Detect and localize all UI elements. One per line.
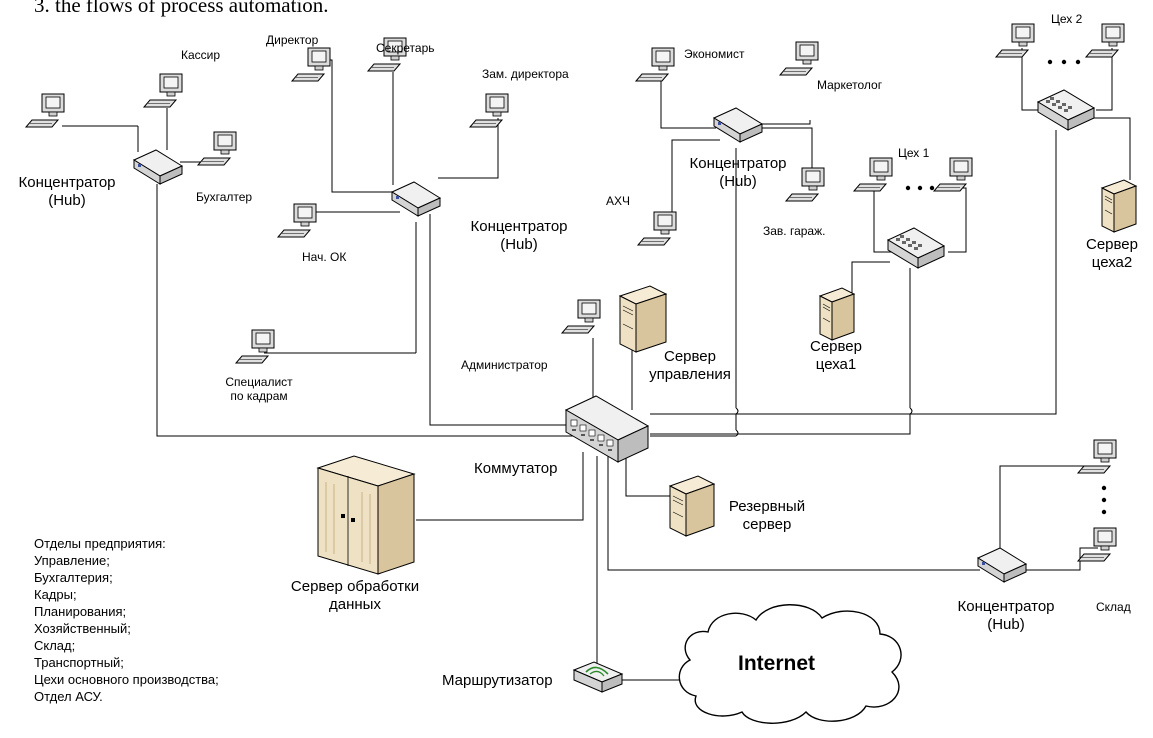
label-hub-top: Концентратор(Hub) [689, 155, 787, 190]
label-hub-sklad: Концентратор(Hub) [957, 598, 1055, 633]
pc-ceh2-b-icon [1085, 23, 1125, 58]
label-zam-direktora: Зам. директора [482, 67, 569, 81]
department-item: Цехи основного производства; [34, 672, 219, 687]
pc-specialist-icon [235, 329, 275, 364]
department-list-title: Отделы предприятия: [34, 536, 166, 551]
header-fragment: 3. the flows of process automation. [34, 0, 329, 17]
label-sekretar: Секретарь [376, 41, 435, 55]
router-icon [572, 661, 624, 693]
pc-ceh1-a-icon [853, 157, 893, 192]
hub-sklad-icon [977, 547, 1027, 583]
pc-direktor-icon [291, 47, 331, 82]
hub-left-icon [133, 149, 183, 185]
pc-sklad-b-icon [1077, 527, 1117, 562]
hub-mid-icon [391, 181, 441, 217]
pc-nach-ok-icon [277, 203, 317, 238]
server-rezervny-icon [668, 475, 716, 537]
pc-ceh1-b-icon [933, 157, 973, 192]
label-ceh2: Цех 2 [1051, 12, 1083, 26]
hub-ceh2-icon [1037, 89, 1095, 131]
pc-ahch-icon [637, 211, 677, 246]
pc-marketolog-icon [779, 41, 819, 76]
department-item: Кадры; [34, 587, 77, 602]
label-switch: Коммутатор [474, 460, 558, 477]
server-upravleniya-icon [618, 285, 668, 353]
server-ceha1-icon [819, 287, 855, 341]
department-item: Бухгалтерия; [34, 570, 113, 585]
label-internet: Internet [738, 652, 816, 675]
label-sklad: Склад [1096, 600, 1131, 614]
label-router: Маршрутизатор [442, 672, 553, 689]
ellipsis-dots-icon [905, 59, 1107, 515]
label-kassir: Кассир [181, 48, 221, 62]
label-buhgalter: Бухгалтер [196, 190, 253, 204]
pc-ekonomist-icon [635, 47, 675, 82]
department-item: Планирования; [34, 604, 127, 619]
switch-icon [564, 395, 650, 463]
pc-administrator-icon [561, 299, 601, 334]
server-ceha2-icon [1101, 179, 1137, 233]
label-administrator: Администратор [461, 358, 548, 372]
hub-ceh1-icon [887, 227, 945, 269]
label-ekonomist: Экономист [684, 47, 745, 61]
department-item: Хозяйственный; [34, 621, 131, 636]
label-nach-ok: Нач. ОК [302, 250, 347, 264]
label-ceh1: Цех 1 [898, 146, 930, 160]
department-item: Транспортный; [34, 655, 124, 670]
label-hub-mid: Концентратор(Hub) [470, 218, 568, 253]
label-hub-left: Концентратор(Hub) [18, 174, 116, 209]
pc-buhgalter-icon [197, 131, 237, 166]
department-list: Отделы предприятия: Управление; Бухгалте… [34, 535, 219, 705]
label-ahch: АХЧ [606, 194, 631, 208]
pc-zam-direktora-icon [469, 93, 509, 128]
department-item: Управление; [34, 553, 110, 568]
pc-kassir-icon [143, 73, 183, 108]
pc-ceh2-a-icon [995, 23, 1035, 58]
pc-left-icon [25, 93, 65, 128]
label-zav-garazh: Зав. гараж. [763, 224, 826, 238]
label-direktor: Директор [266, 33, 319, 47]
server-obrabotki-icon [316, 455, 416, 575]
pc-zav-garazh-icon [785, 167, 825, 202]
department-item: Отдел АСУ. [34, 689, 103, 704]
hub-top-icon [713, 107, 763, 143]
label-marketolog: Маркетолог [817, 78, 883, 92]
pc-sklad-a-icon [1077, 439, 1117, 474]
internet-cloud-icon [678, 604, 902, 724]
department-item: Склад; [34, 638, 76, 653]
